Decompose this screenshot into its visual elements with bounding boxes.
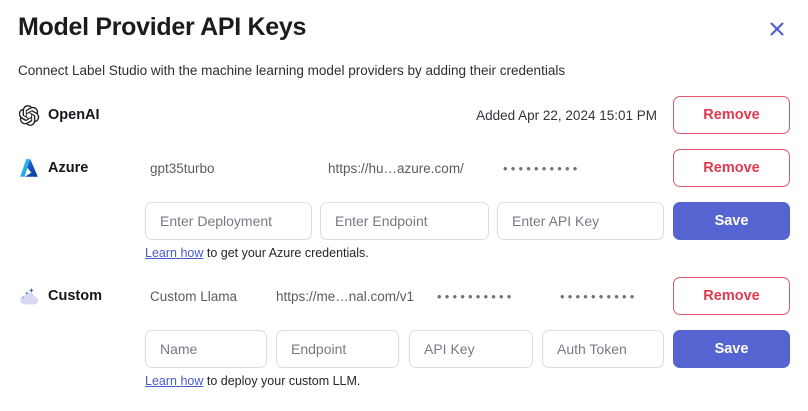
page-title: Model Provider API Keys (18, 13, 307, 41)
azure-logo-icon (18, 157, 40, 179)
dialog-subtitle: Connect Label Studio with the machine le… (18, 63, 566, 78)
openai-logo-icon (18, 104, 40, 126)
provider-row-azure: Azure gpt35turbo https://hu…azure.com/ •… (0, 145, 808, 191)
azure-deployment-input[interactable] (145, 202, 312, 240)
provider-brand-custom: Custom (18, 273, 102, 319)
azure-endpoint-value: https://hu…azure.com/ (328, 160, 464, 176)
azure-learn-how-link[interactable]: Learn how (145, 246, 204, 260)
provider-name-openai: OpenAI (48, 107, 100, 123)
azure-api-key-input[interactable] (497, 202, 664, 240)
custom-auth-token-masked: •••••••••• (560, 288, 638, 304)
azure-credentials-form: Save (0, 202, 808, 240)
provider-row-custom: Custom Custom Llama https://me…nal.com/v… (0, 273, 808, 319)
custom-help-rest: to deploy your custom LLM. (203, 374, 361, 388)
custom-model-name-value: Custom Llama (150, 288, 238, 304)
provider-name-azure: Azure (48, 160, 89, 176)
custom-endpoint-value: https://me…nal.com/v1 (276, 288, 415, 304)
custom-auth-token-input[interactable] (542, 330, 664, 368)
save-button-custom[interactable]: Save (673, 330, 790, 368)
provider-row-openai: OpenAI Added Apr 22, 2024 15:01 PM Remov… (0, 92, 808, 138)
save-button-azure[interactable]: Save (673, 202, 790, 240)
azure-endpoint-input[interactable] (320, 202, 489, 240)
azure-help-text: Learn how to get your Azure credentials. (145, 245, 369, 261)
remove-button-azure[interactable]: Remove (673, 149, 790, 187)
close-button[interactable] (764, 16, 790, 42)
custom-credentials-form: Save (0, 330, 808, 368)
custom-api-key-input[interactable] (409, 330, 533, 368)
azure-deployment-value: gpt35turbo (150, 160, 215, 176)
provider-brand-openai: OpenAI (18, 92, 100, 138)
openai-added-timestamp: Added Apr 22, 2024 15:01 PM (476, 107, 657, 123)
custom-help-text: Learn how to deploy your custom LLM. (145, 373, 360, 389)
azure-api-key-masked: •••••••••• (503, 160, 581, 176)
close-icon (769, 21, 785, 37)
custom-learn-how-link[interactable]: Learn how (145, 374, 204, 388)
custom-name-input[interactable] (145, 330, 267, 368)
dialog-header: Model Provider API Keys (18, 10, 790, 50)
remove-button-openai[interactable]: Remove (673, 96, 790, 134)
remove-button-custom[interactable]: Remove (673, 277, 790, 315)
custom-api-key-masked: •••••••••• (437, 288, 515, 304)
azure-help-rest: to get your Azure credentials. (203, 246, 369, 260)
provider-name-custom: Custom (48, 288, 102, 304)
custom-endpoint-input[interactable] (276, 330, 399, 368)
custom-sparkle-cloud-icon (18, 285, 40, 307)
provider-brand-azure: Azure (18, 145, 88, 191)
